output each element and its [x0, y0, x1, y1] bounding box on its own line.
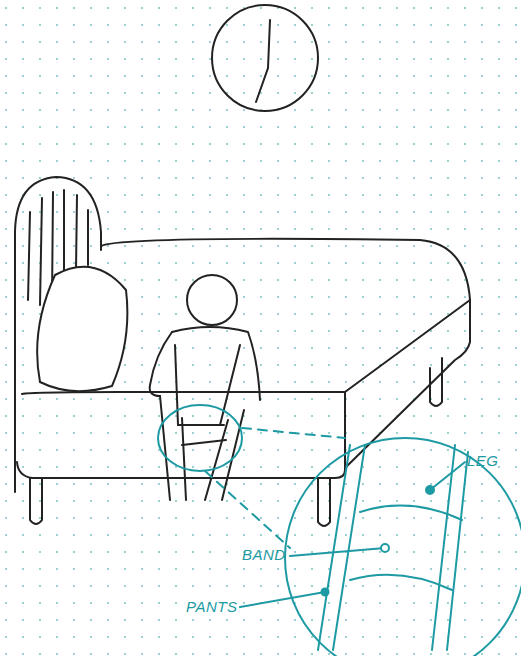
clock-hands	[256, 20, 270, 102]
leader-line	[290, 548, 385, 556]
mattress-side	[345, 300, 470, 468]
leader-line	[240, 592, 325, 607]
band-edge	[350, 575, 452, 590]
person-hands	[178, 425, 226, 445]
callout-label: LEG	[467, 452, 499, 470]
mattress-front	[17, 392, 345, 478]
bed-leg	[318, 478, 330, 526]
person-legs	[160, 396, 244, 500]
person-head	[187, 275, 237, 325]
person-torso	[172, 327, 260, 400]
leader-dot	[381, 544, 389, 552]
mattress-edge	[345, 300, 470, 392]
leader-dot	[322, 589, 329, 596]
callout-label: PANTS	[186, 598, 237, 616]
band-edge	[360, 506, 462, 520]
focus-ellipse	[158, 405, 242, 471]
callout-label: BAND	[242, 546, 286, 564]
pillow	[37, 267, 127, 391]
leg-edge	[432, 445, 468, 650]
zoom-line	[205, 471, 290, 548]
person-arms	[175, 345, 240, 425]
wall-clock	[212, 5, 318, 111]
mattress-top	[101, 239, 470, 300]
zoom-line	[242, 428, 345, 438]
pants-edge	[318, 445, 365, 650]
person-torso	[150, 332, 172, 396]
magnify-circle	[285, 438, 521, 656]
bed-leg	[30, 478, 42, 524]
leader-dot	[426, 486, 434, 494]
leader-line	[430, 462, 465, 490]
bed-leg	[430, 358, 442, 406]
